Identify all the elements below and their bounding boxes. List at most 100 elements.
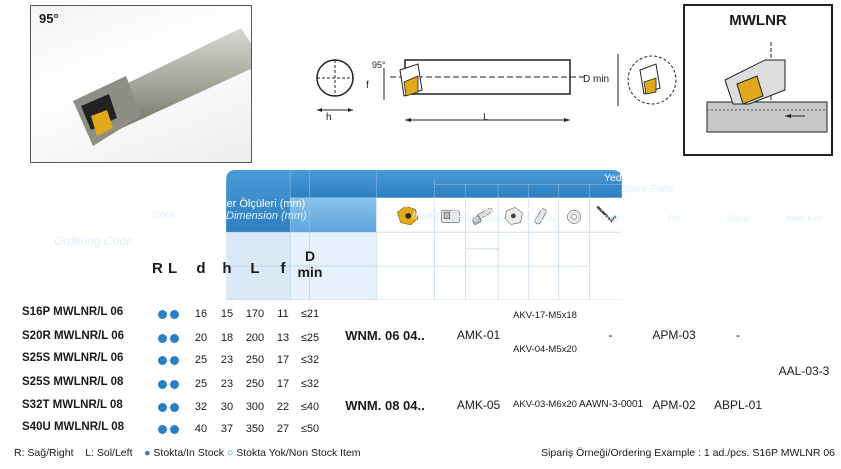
- row-h: 23: [220, 378, 234, 390]
- stock-tr: Stok: [152, 198, 173, 209]
- mwlnr-title: MWLNR: [729, 12, 787, 29]
- drawing-svg: [316, 54, 677, 122]
- insert-en: Insert: [412, 210, 440, 222]
- screw-06a: AKV-17-M5x18: [513, 310, 577, 321]
- row-f: 17: [276, 354, 290, 366]
- clamp-08: AMK-05: [456, 398, 501, 412]
- technical-drawing: h f 95° L D min: [300, 40, 680, 140]
- non-stock-dot-icon: ○: [226, 447, 234, 459]
- row-h: 30: [220, 401, 234, 413]
- dimension-tr: Kater Ölçüleri (mm): [210, 198, 306, 210]
- legend-l: L: Sol/Left: [85, 447, 133, 459]
- shim-06: -: [608, 328, 613, 342]
- stock-dot-l: [170, 334, 179, 343]
- stock-dot-r: [158, 380, 167, 389]
- row-d: 25: [194, 354, 208, 366]
- insert-tr: Kesici Uç: [396, 198, 442, 210]
- row-f: 27: [276, 423, 290, 435]
- col-l: L: [168, 260, 178, 277]
- col-f: f: [280, 260, 286, 277]
- row-h: 15: [220, 308, 234, 320]
- row-code: S16P MWLNR/L 06: [22, 306, 124, 318]
- dimension-en: Dimension (mm): [226, 210, 307, 222]
- legend-non-stock: Stokta Yok/Non Stock Item: [236, 447, 361, 459]
- col-r: R: [152, 260, 163, 277]
- label-length: L: [483, 112, 489, 123]
- allen-key-code: AAL-03-3: [778, 364, 830, 378]
- ordering-code-en: Ordering Code: [54, 234, 133, 248]
- col-d: d: [196, 260, 206, 277]
- stock-dot-r: [158, 334, 167, 343]
- shim-icon: [504, 207, 523, 225]
- col-length: L: [250, 260, 260, 277]
- row-d: 40: [194, 423, 208, 435]
- stock-dot-r: [158, 356, 167, 365]
- row-d: 32: [194, 401, 208, 413]
- row-h: 37: [220, 423, 234, 435]
- part-header-shim-en: Shim: [600, 213, 621, 223]
- allen-key-icon: [596, 206, 617, 223]
- wedge-clamp-icon: [440, 209, 460, 223]
- table-background: [226, 170, 622, 300]
- spare-parts-tr: Yedek Parçaları: [604, 172, 678, 184]
- stock-en: Stock: [150, 210, 176, 221]
- part-header-shim-tr: Altlık: [601, 203, 620, 213]
- stock-dot-r: [158, 403, 167, 412]
- part-header-pin-en: Pin: [667, 213, 681, 223]
- row-code: S20R MWLNR/L 06: [22, 330, 125, 342]
- row-f: 13: [276, 332, 290, 344]
- label-f: f: [366, 80, 369, 91]
- stock-dot-l: [170, 356, 179, 365]
- row-dmin: ≤32: [300, 354, 320, 366]
- stock-dot-l: [170, 310, 179, 319]
- stamp-icon: [567, 209, 582, 224]
- part-header-screw-tr: Baskı Vidası: [521, 203, 569, 213]
- ordering-example: Sipariş Örneği/Ordering Example : 1 ad./…: [541, 447, 835, 459]
- mwlnr-diagram-icon: [706, 42, 828, 133]
- row-dmin: ≤25: [300, 332, 320, 344]
- insert-06: WNM. 06 04..: [345, 328, 425, 343]
- row-d: 25: [194, 378, 208, 390]
- row-d: 20: [194, 332, 208, 344]
- stock-dot-l: [170, 403, 179, 412]
- row-length: 200: [245, 332, 265, 344]
- label-h: h: [326, 112, 332, 123]
- row-code: S32T MWLNR/L 08: [22, 399, 123, 411]
- screw-06b: AKV-04-M5x20: [513, 344, 577, 355]
- label-angle: 95°: [372, 60, 386, 70]
- col-h: h: [222, 260, 232, 277]
- row-f: 17: [276, 378, 290, 390]
- row-h: 18: [220, 332, 234, 344]
- label-dmin: D min: [583, 74, 610, 85]
- row-length: 300: [245, 401, 265, 413]
- part-header-clamp-en: Wedge Clamp: [451, 213, 506, 223]
- legend-in-stock: Stokta/In Stock: [153, 447, 225, 459]
- stamp-08: ABPL-01: [713, 398, 763, 412]
- spare-parts-en: Spare Parts: [621, 184, 674, 195]
- row-dmin: ≤40: [300, 401, 320, 413]
- stock-dot-l: [170, 425, 179, 434]
- product-photo: 95°: [30, 5, 252, 163]
- row-code: S40U MWLNR/L 08: [22, 421, 125, 433]
- row-length: 350: [245, 423, 265, 435]
- row-length: 250: [245, 354, 265, 366]
- row-code: S25S MWLNR/L 06: [22, 352, 124, 364]
- row-length: 170: [245, 308, 265, 320]
- stock-dot-r: [158, 425, 167, 434]
- row-f: 22: [276, 401, 290, 413]
- stock-dot-r: [158, 310, 167, 319]
- row-dmin: ≤21: [300, 308, 320, 320]
- part-header-key-tr: Anahtar: [789, 203, 819, 213]
- pin-icon: [534, 208, 547, 225]
- pin-08: APM-02: [652, 398, 696, 412]
- row-d: 16: [194, 308, 208, 320]
- ordering-code-tr: Takım Kodu: [32, 218, 106, 234]
- in-stock-dot-icon: ●: [144, 447, 151, 459]
- part-header-stamp-en: Stamp: [725, 213, 751, 223]
- stamp-06: -: [736, 328, 740, 342]
- angle-label: 95°: [39, 11, 59, 26]
- row-dmin: ≤32: [300, 378, 320, 390]
- row-h: 23: [220, 354, 234, 366]
- clamp-06: AMK-01: [456, 328, 501, 342]
- legend-r: R: Sağ/Right: [14, 447, 74, 459]
